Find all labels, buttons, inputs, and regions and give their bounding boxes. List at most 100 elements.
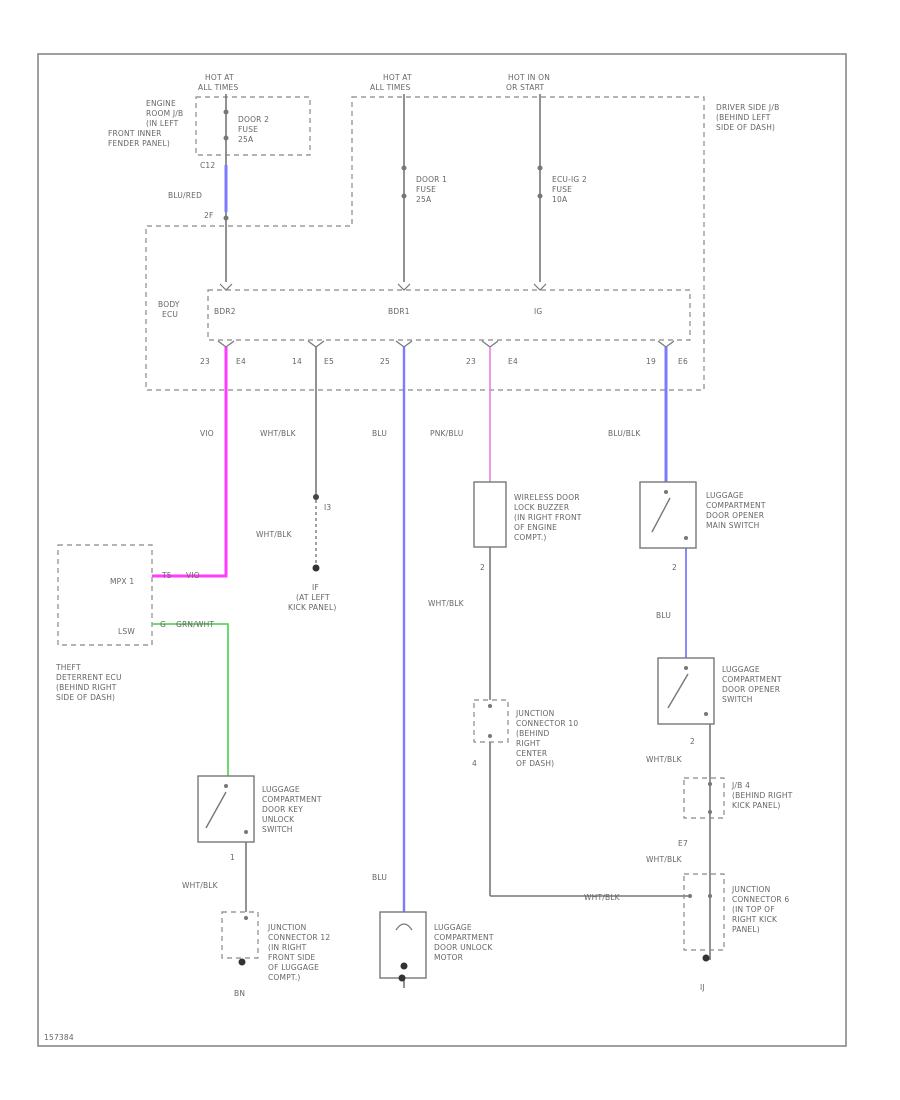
hot-in-on-label-b: OR START: [506, 83, 544, 92]
theft-l4: SIDE OF DASH): [56, 693, 115, 702]
buzzer-l1: WIRELESS DOOR: [514, 493, 580, 502]
jc12-pin: [244, 916, 248, 920]
main-switch-contact-b: [684, 536, 688, 540]
wire-blu-red-label: BLU/RED: [168, 191, 202, 200]
wire-blu-1-label: BLU: [372, 429, 387, 438]
ground-ij-dot: [702, 954, 710, 962]
theft-pin-grn: GRN/WHT: [176, 620, 214, 629]
pin-bdr1: BDR1: [388, 307, 410, 316]
hot-in-on-label: HOT IN ON: [508, 73, 550, 82]
jc6-l5: PANEL): [732, 925, 760, 934]
motor-l2: COMPARTMENT: [434, 933, 494, 942]
fuse-door2-l3: 25A: [238, 135, 254, 144]
theft-lsw: LSW: [118, 627, 135, 636]
jc10-l2: CONNECTOR 10: [516, 719, 578, 728]
engine-jb-box: [195, 96, 311, 156]
motor-ground-dot: [400, 962, 408, 970]
wire-blu-2-label: BLU: [656, 611, 671, 620]
wire-wht-blk-2-label: WHT/BLK: [256, 530, 293, 539]
engine-jb-l5: FENDER PANEL): [108, 139, 170, 148]
jc12-l5: OF LUGGAGE: [268, 963, 319, 972]
wire-blu-blk-label: BLU/BLK: [608, 429, 641, 438]
fuse-ecuig2-l1: ECU-IG 2: [552, 175, 587, 184]
pin-e7: E7: [678, 839, 688, 848]
jb4-box: [683, 777, 725, 819]
jb4-pin-bottom: [708, 810, 712, 814]
jb4-pin-top: [708, 782, 712, 786]
main-switch-blade: [651, 497, 671, 533]
jc12-l2: CONNECTOR 12: [268, 933, 330, 942]
key-sw-l5: SWITCH: [262, 825, 293, 834]
body-ecu-l1: BODY: [158, 300, 180, 309]
wireless-door-lock-buzzer: [473, 481, 507, 548]
pin-2f-label: 2F: [204, 211, 214, 220]
pin-19: 19: [646, 357, 656, 366]
jc10-l5: CENTER: [516, 749, 547, 758]
jb4-l2: (BEHIND RIGHT: [732, 791, 793, 800]
wire-vio-label: VIO: [200, 429, 214, 438]
wire-pnk-blu-label: PNK/BLU: [430, 429, 463, 438]
main-sw-l2: COMPARTMENT: [706, 501, 766, 510]
fuse-ecuig2-l2: FUSE: [552, 185, 572, 194]
key-sw-l4: UNLOCK: [262, 815, 295, 824]
pin-i3-dot: [313, 494, 319, 500]
pin-23b: 23: [466, 357, 476, 366]
hot-at-label-2b: ALL TIMES: [370, 83, 410, 92]
engine-jb-l4: FRONT INNER: [108, 129, 162, 138]
jc6-pin-b: [708, 894, 712, 898]
jc10-l1: JUNCTION: [515, 709, 554, 718]
pin-bdr2-mark: [219, 283, 233, 291]
wire-wht-blk-6-label: WHT/BLK: [182, 881, 219, 890]
fuse-door1-l2: FUSE: [416, 185, 436, 194]
jc10-pin: 4: [472, 759, 477, 768]
pin-25-mark: [395, 340, 413, 348]
hot-at-label-1: HOT AT: [205, 73, 234, 82]
opener-sw-l3: DOOR OPENER: [722, 685, 780, 694]
pin-e4a: E4: [236, 357, 246, 366]
fuse-ecuig2-bottom: [537, 193, 543, 199]
theft-l3: (BEHIND RIGHT: [56, 683, 117, 692]
motor-symbol-arc: [395, 923, 413, 931]
pin-19-mark: [657, 340, 675, 348]
pin-14-mark: [307, 340, 325, 348]
motor-l3: DOOR UNLOCK: [434, 943, 493, 952]
fuse-door1-l1: DOOR 1: [416, 175, 447, 184]
wire-wht-blk-1-label: WHT/BLK: [260, 429, 297, 438]
jc10-pin-top: [488, 704, 492, 708]
pin-i3-label: I3: [324, 503, 331, 512]
engine-jb-l1: ENGINE: [146, 99, 176, 108]
pin-ig: IG: [534, 307, 542, 316]
wire-wht-blk-3-label: WHT/BLK: [428, 599, 465, 608]
motor-l1: LUGGAGE: [434, 923, 472, 932]
buzzer-l5: COMPT.): [514, 533, 547, 542]
opener-switch-contact-a: [684, 666, 688, 670]
jc12-box: [221, 911, 259, 959]
jc6-l2: CONNECTOR 6: [732, 895, 789, 904]
pin-2c: 2: [690, 737, 695, 746]
conn-c12: C12: [200, 161, 215, 170]
fuse-door1-top: [401, 165, 407, 171]
pin-25: 25: [380, 357, 390, 366]
driver-jb-l3: SIDE OF DASH): [716, 123, 775, 132]
jc12-l1: JUNCTION: [267, 923, 306, 932]
jc6-pin-a: [688, 894, 692, 898]
body-ecu-box: [207, 289, 691, 341]
fuse-door1-bottom: [401, 193, 407, 199]
theft-vio: VIO: [186, 571, 200, 580]
buzzer-l3: (IN RIGHT FRONT: [514, 513, 582, 522]
main-switch-contact-a: [664, 490, 668, 494]
opener-switch-blade: [667, 673, 689, 709]
opener-sw-l2: COMPARTMENT: [722, 675, 782, 684]
figure-code: 157384: [44, 1033, 74, 1042]
pin-bdr1-mark: [397, 283, 411, 291]
ground-if-l2: (AT LEFT: [296, 593, 330, 602]
ground-if-l3: KICK PANEL): [288, 603, 337, 612]
driver-jb-l2: (BEHIND LEFT: [716, 113, 771, 122]
key-sw-l3: DOOR KEY: [262, 805, 303, 814]
main-sw-l3: DOOR OPENER: [706, 511, 764, 520]
motor-ground-dot-2: [398, 974, 406, 982]
pin-23b-mark: [481, 340, 499, 348]
jb4-l3: KICK PANEL): [732, 801, 781, 810]
jc10-l6: OF DASH): [516, 759, 554, 768]
pin-bdr2: BDR2: [214, 307, 236, 316]
